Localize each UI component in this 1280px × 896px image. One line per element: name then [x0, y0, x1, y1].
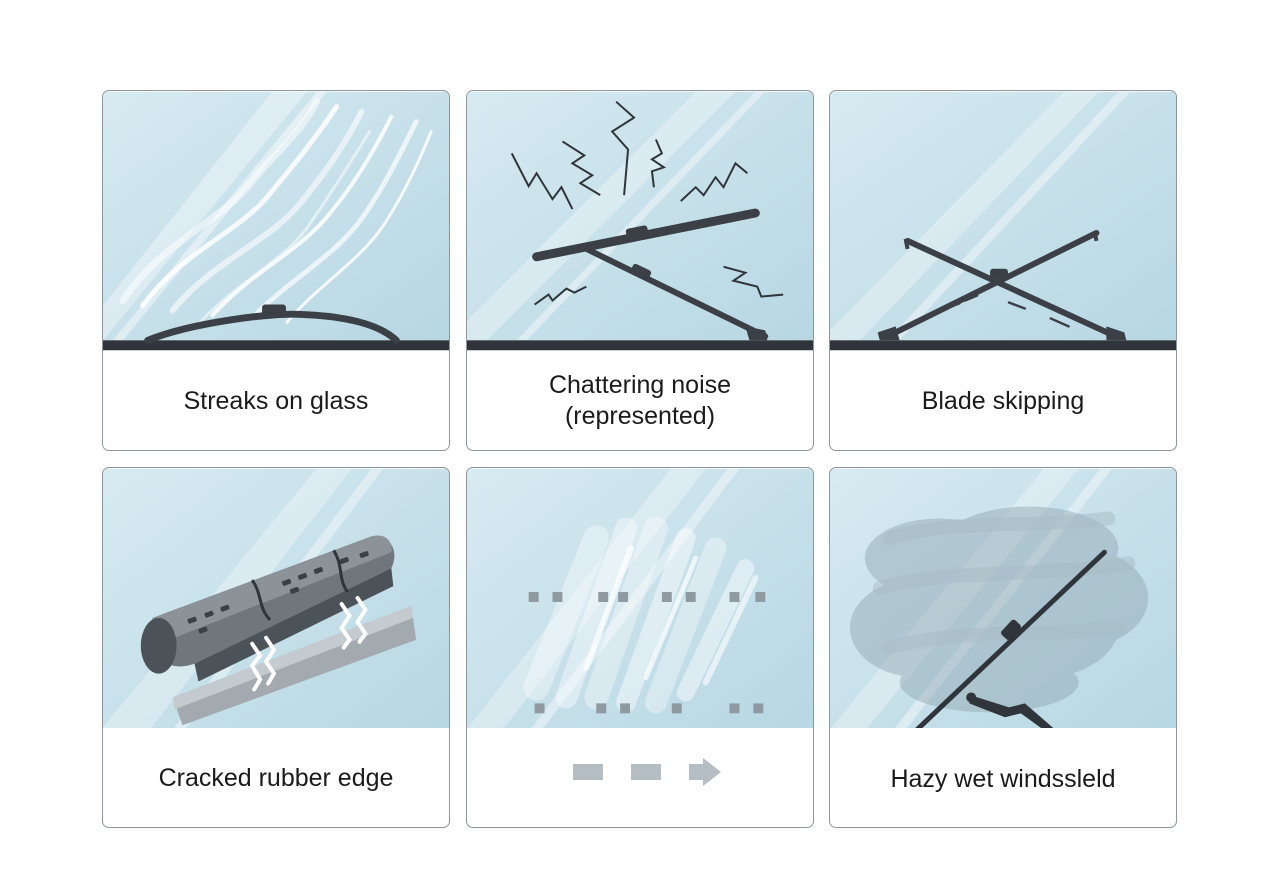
- caption-cracked: Cracked rubber edge: [158, 763, 394, 792]
- crack-highlights: [249, 596, 368, 692]
- progress-arrow-row: [573, 758, 721, 786]
- step-block-1: [573, 764, 603, 780]
- smear-marks: [523, 516, 759, 714]
- skip-marks: [924, 294, 1080, 328]
- wiper-arm: [532, 208, 769, 341]
- arrow-right-icon: [689, 758, 721, 786]
- crack-lines: [250, 549, 349, 621]
- caption-chattering: Chattering noise (represented): [548, 371, 732, 430]
- wiper-blade: [144, 304, 400, 344]
- cracked-rubber-illustration: [103, 468, 449, 728]
- rubber-blade: [140, 535, 417, 726]
- caption-skipping: Blade skipping: [921, 386, 1085, 415]
- caption-hazy: Hazy wet windssleld: [890, 764, 1116, 793]
- dash-markers: [528, 592, 766, 714]
- caption-smearing: [467, 728, 813, 827]
- chattering-illustration: [467, 91, 813, 351]
- step-block-2: [631, 764, 661, 780]
- panel-streaks-on-glass: Streaks on glass: [102, 90, 450, 451]
- noise-lines: [510, 100, 784, 306]
- panel-smearing: [466, 467, 814, 828]
- caption-streaks: Streaks on glass: [183, 386, 369, 415]
- streak-marks: [119, 98, 433, 327]
- streaks-illustration: [103, 91, 449, 351]
- smearing-illustration: [467, 468, 813, 728]
- panel-hazy-wet-windshield: Hazy wet windssleld: [829, 467, 1177, 828]
- panel-chattering-noise: Chattering noise (represented): [466, 90, 814, 451]
- panel-blade-skipping: Blade skipping: [829, 90, 1177, 451]
- hazy-illustration: [830, 468, 1176, 728]
- panel-cracked-rubber-edge: Cracked rubber edge: [102, 467, 450, 828]
- wiper-arm: [915, 549, 1107, 728]
- haze-smudges: [872, 511, 1136, 655]
- skipping-illustration: [830, 91, 1176, 351]
